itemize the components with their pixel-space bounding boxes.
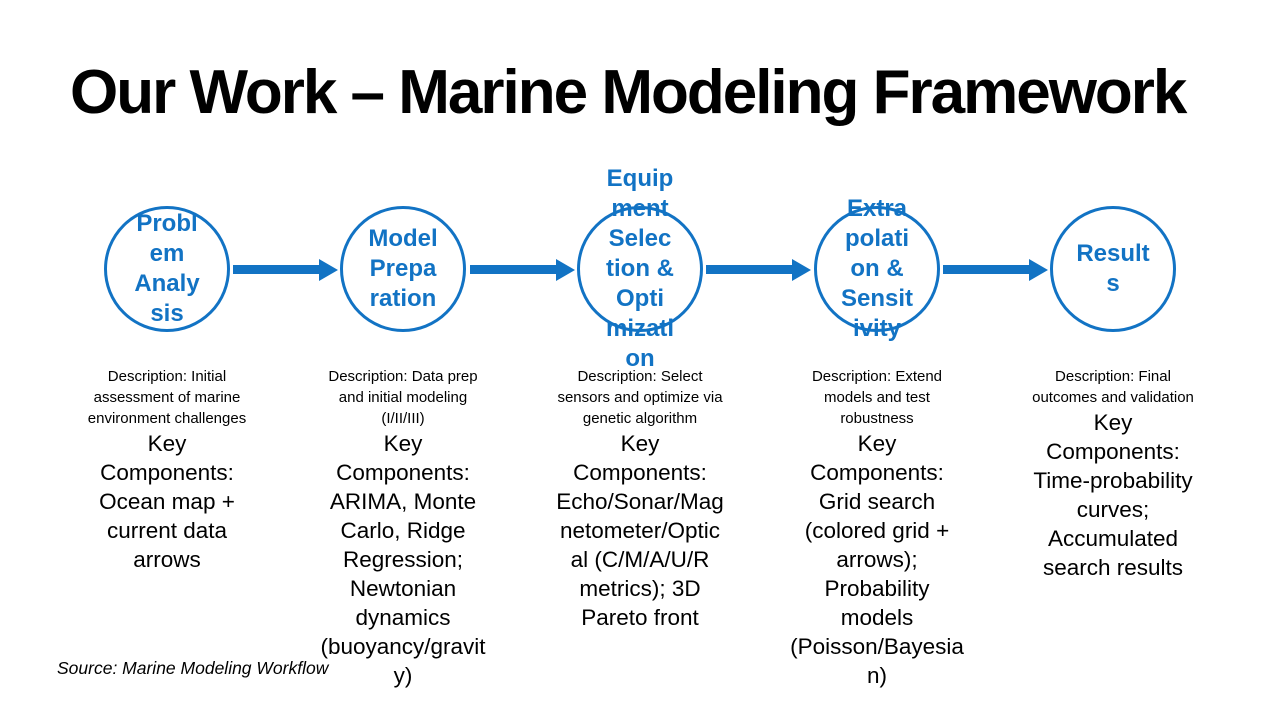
step-label: Probl em Analy sis [134, 210, 200, 327]
step-circle [577, 206, 703, 332]
step-details: Description: Initial assessment of marin… [55, 366, 279, 574]
step-description: Description: Initial assessment of marin… [87, 368, 247, 427]
step-circle [814, 206, 940, 332]
step-description: Description: Select sensors and optimize… [557, 368, 723, 427]
step-label: Extra polati on & Sensit ivity [840, 195, 914, 342]
step-description: Description: Extend models and test robu… [811, 368, 943, 427]
flow-arrow-icon [469, 265, 556, 274]
step-label: Result s [1076, 240, 1150, 297]
step-description: Description: Final outcomes and validati… [1032, 368, 1194, 406]
slide-title: Our Work – Marine Modeling Framework [70, 58, 1187, 127]
flow-arrow-icon [942, 265, 1029, 274]
step-details: Description: Data prep and initial model… [291, 366, 515, 690]
step-circle [1050, 206, 1176, 332]
step-key-components: Key Components: Grid search (colored gri… [790, 431, 964, 688]
flow-arrow-icon [706, 265, 792, 274]
step-key-components: Key Components: Echo/Sonar/Mag netometer… [556, 431, 724, 630]
step-key-components: Key Components: Ocean map + current data… [99, 431, 235, 572]
flow-arrow-icon [233, 265, 319, 274]
step-label: Equip ment Selec tion & Opti mizati on [605, 165, 674, 372]
step-details: Description: Final outcomes and validati… [1001, 366, 1225, 582]
step-details: Description: Select sensors and optimize… [528, 366, 752, 632]
step-key-components: Key Components: Time-probability curves;… [1033, 410, 1193, 580]
step-description: Description: Data prep and initial model… [328, 368, 478, 427]
source-note: Source: Marine Modeling Workflow [57, 658, 329, 678]
step-label: Model Prepa ration [368, 225, 438, 312]
step-key-components: Key Components: ARIMA, Monte Carlo, Ridg… [320, 431, 486, 688]
step-circle [104, 206, 230, 332]
step-details: Description: Extend models and test robu… [765, 366, 989, 690]
step-circle [340, 206, 466, 332]
